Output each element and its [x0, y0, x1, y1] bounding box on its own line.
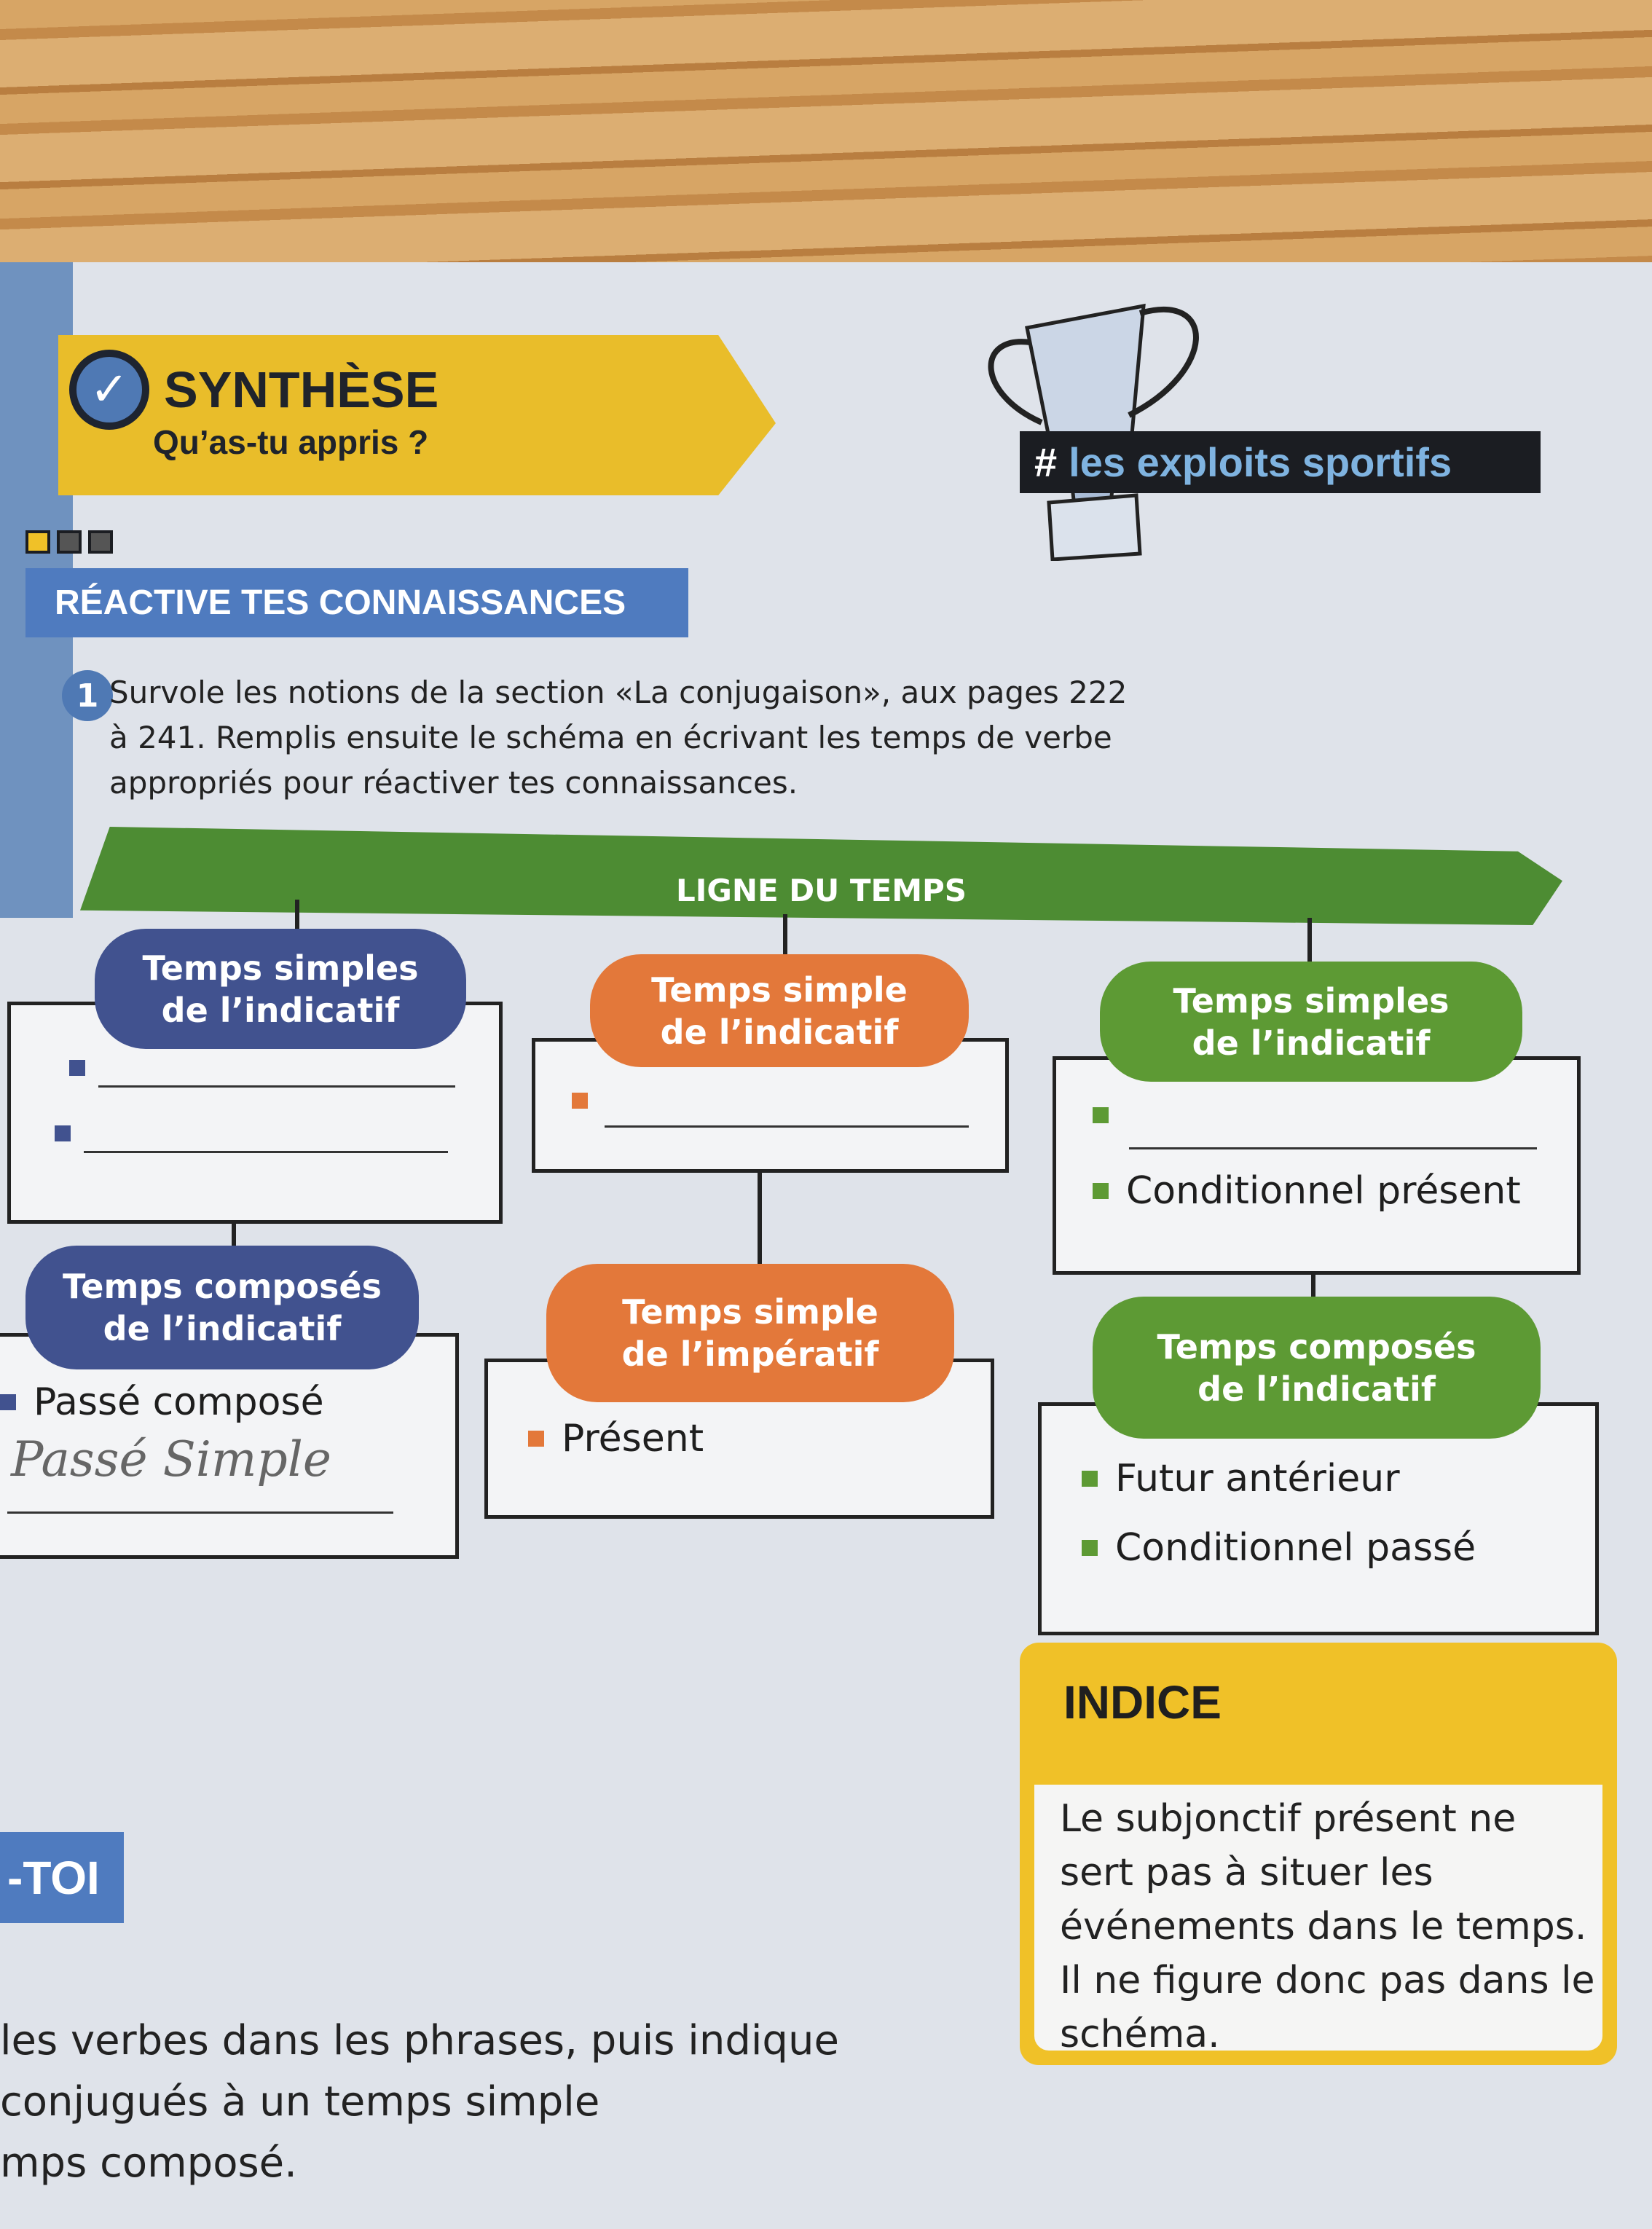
instruction-line: les verbes dans les phrases, puis indiqu…: [0, 2017, 839, 2064]
theme-tag: #les exploits sportifs: [1020, 431, 1541, 493]
answer-blank[interactable]: [605, 1125, 969, 1128]
bullet-icon: [572, 1093, 588, 1109]
next-section-instruction: les verbes dans les phrases, puis indiqu…: [0, 2010, 839, 2194]
box-compose-indicatif-2: [1038, 1402, 1599, 1635]
connector: [783, 914, 787, 958]
hint-title: INDICE: [1063, 1676, 1222, 1729]
answer-blank[interactable]: [1129, 1147, 1537, 1149]
answer-blank[interactable]: [84, 1151, 448, 1153]
level-indicator-1: [25, 530, 50, 554]
bullet-icon: [1093, 1107, 1109, 1123]
trophy-icon: [988, 303, 1199, 561]
tag-label: les exploits sportifs: [1069, 439, 1452, 485]
instruction-line: conjugués à un temps simple: [0, 2078, 600, 2126]
connector: [295, 900, 299, 936]
tense-label: Présent: [562, 1417, 704, 1461]
bullet-icon: [1093, 1183, 1109, 1199]
tense-label: Conditionnel présent: [1126, 1169, 1521, 1213]
tense-label: Conditionnel passé: [1115, 1526, 1476, 1570]
connector: [232, 1209, 236, 1253]
checkmark-icon: ✓: [69, 350, 149, 430]
section-title: RÉACTIVE TES CONNAISSANCES: [25, 568, 688, 637]
synthese-banner: [58, 335, 776, 495]
synthese-subtitle: Qu’as-tu appris ?: [153, 423, 429, 461]
level-indicator-3: [88, 530, 113, 554]
bullet-icon: [1082, 1540, 1098, 1556]
exercise-number: 1: [62, 670, 113, 721]
bullet-icon: [1082, 1471, 1098, 1487]
bullet-icon: [55, 1125, 71, 1141]
answer-blank[interactable]: [98, 1085, 455, 1088]
bullet-icon: [69, 1060, 85, 1076]
tag-hash: #: [1034, 439, 1058, 485]
answer-blank: [7, 1511, 393, 1514]
wooden-table: [0, 0, 1652, 291]
box-simple-indicatif-3: [1053, 1056, 1581, 1275]
box-compose-indicatif-1: [0, 1333, 459, 1559]
bullet-icon: [528, 1431, 544, 1447]
bullet-icon: [0, 1394, 16, 1410]
exercise-instruction: Survole les notions de la section «La co…: [109, 675, 1128, 801]
level-indicator-2: [57, 530, 82, 554]
connector: [1311, 1267, 1315, 1304]
next-section-title: -TOI: [0, 1832, 124, 1923]
hint-text: Le subjonctif présent ne sert pas à situ…: [1060, 1797, 1595, 2056]
tense-label: Futur antérieur: [1115, 1457, 1400, 1501]
hint-body: [1034, 1785, 1602, 2051]
tense-label: Passé composé: [34, 1380, 324, 1424]
connector: [1307, 918, 1312, 965]
instruction-line: mps composé.: [0, 2139, 297, 2187]
connector: [758, 1169, 762, 1271]
synthese-title: SYNTHÈSE: [164, 361, 439, 418]
handwritten-answer[interactable]: Passé Simple: [11, 1431, 331, 1487]
timeline-title: LIGNE DU TEMPS: [675, 873, 967, 908]
